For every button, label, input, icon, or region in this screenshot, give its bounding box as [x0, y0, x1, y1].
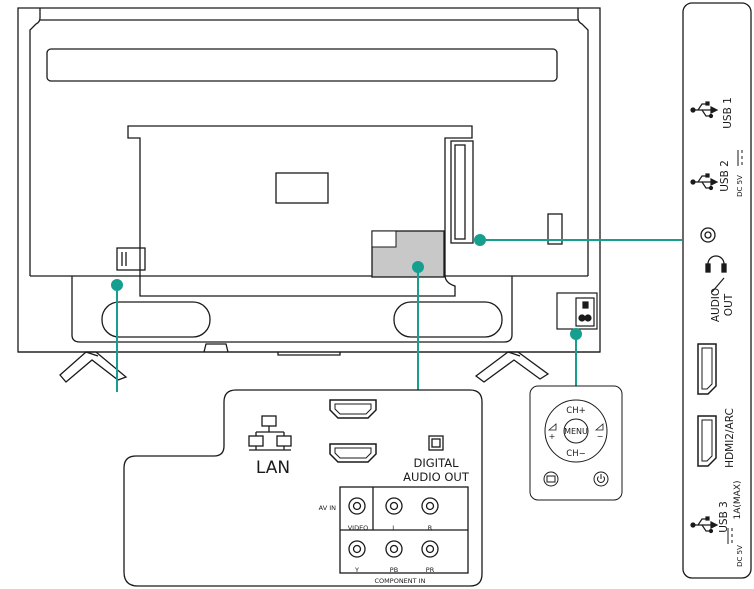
ch-down-label: CH− — [566, 449, 585, 459]
hdmi-arc-label: HDMI2/ARC — [724, 408, 736, 468]
audio-out-label-line2: OUT — [723, 293, 735, 316]
av-in-label: AV IN — [319, 504, 336, 512]
audio-l-label: L — [392, 524, 396, 532]
lan-label: LAN — [256, 458, 290, 478]
right-speaker-grille — [394, 302, 502, 337]
bottom-connector-block — [372, 231, 444, 277]
ch-up-label: CH+ — [566, 406, 585, 416]
usb3-current-label: 1A(MAX) — [733, 481, 743, 520]
pr-label: PR — [426, 566, 435, 574]
vesa-label — [276, 173, 328, 203]
menu-label: MENU — [564, 427, 588, 436]
volume-down-label: − — [597, 432, 604, 441]
usb2-label: USB 2 — [719, 160, 731, 192]
side-connector-panel: USB 1 USB 2 DC 5V AUDIO OUT — [683, 3, 751, 578]
usb2-power-label: DC 5V — [736, 175, 744, 197]
digital-audio-label-line2: AUDIO OUT — [403, 470, 470, 484]
video-label: VIDEO — [348, 524, 369, 532]
control-panel: CH+ CH− MENU + − — [530, 386, 622, 500]
tv-stand-feet — [60, 352, 548, 382]
power-connector — [557, 293, 597, 329]
left-speaker-grille — [102, 302, 210, 337]
audio-out-label-line1: AUDIO — [710, 288, 722, 322]
component-in-label: COMPONENT IN — [375, 577, 426, 585]
usb3-power-label: DC 5V — [736, 545, 744, 567]
tv-rear-body — [18, 8, 600, 355]
top-vent-slot — [47, 49, 557, 81]
digital-audio-label-line1: DIGITAL — [414, 456, 460, 470]
pb-label: PB — [390, 566, 398, 574]
y-label: Y — [354, 566, 359, 574]
bottom-connector-panel: LAN DIGITAL AUDIO OUT AV IN VIDEO L R Y — [124, 390, 482, 586]
audio-r-label: R — [428, 524, 433, 532]
usb1-label: USB 1 — [722, 97, 734, 129]
volume-up-label: + — [549, 432, 556, 441]
